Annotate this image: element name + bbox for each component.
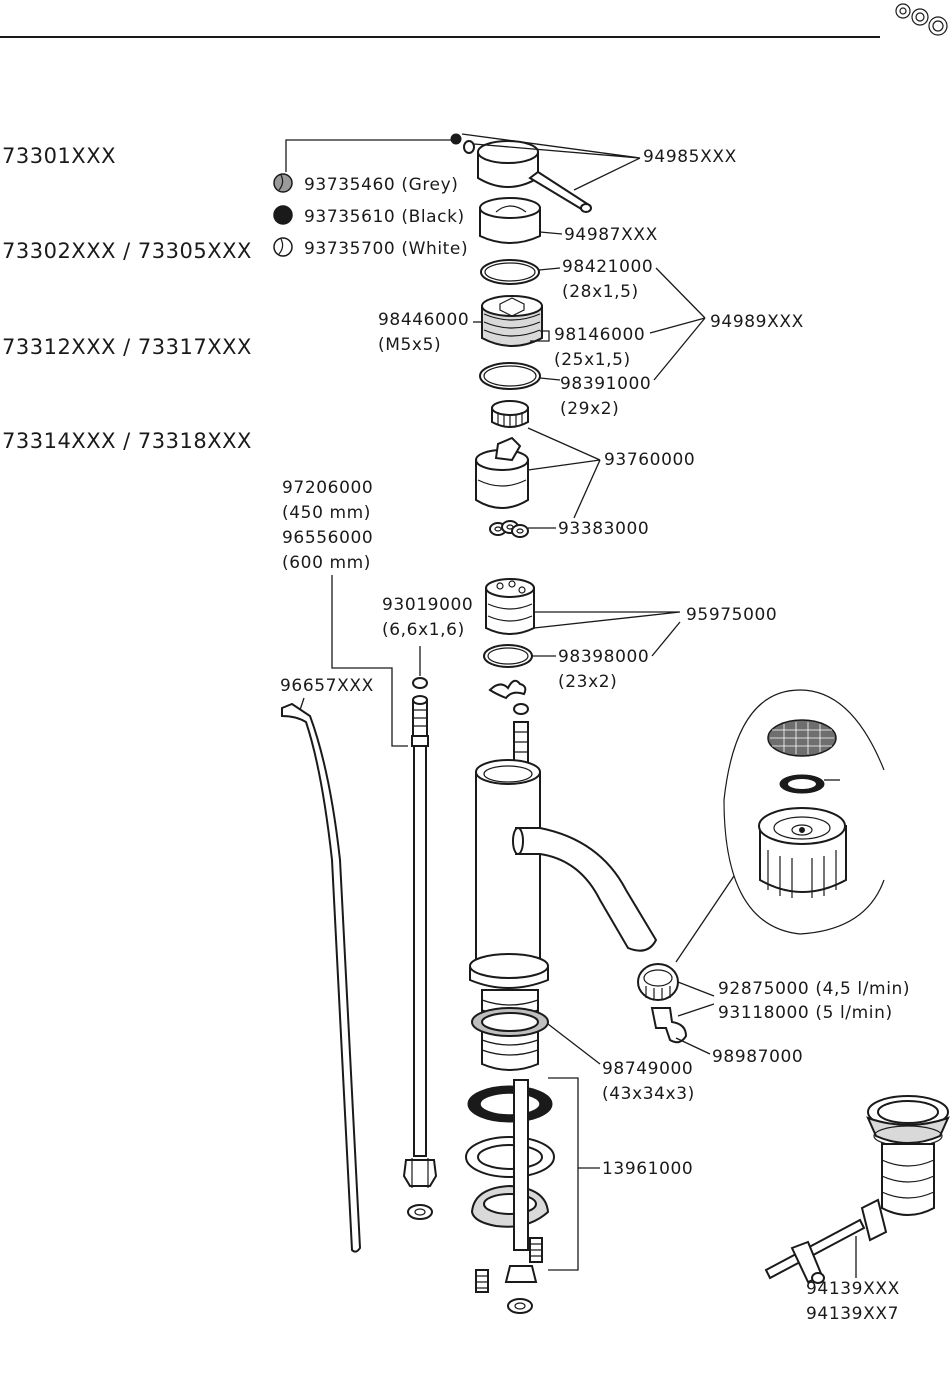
cap-label: 93735700 (White) bbox=[304, 239, 468, 259]
leader-line bbox=[539, 231, 563, 235]
part-number: 97206000 bbox=[282, 478, 373, 498]
part-number: 13961000 bbox=[602, 1159, 693, 1179]
part-number: 96556000 bbox=[282, 528, 373, 548]
nut-washer-part bbox=[507, 1298, 533, 1314]
aerator-key-part bbox=[650, 1007, 688, 1044]
aerator-part bbox=[637, 963, 679, 1001]
part-number: 96657XXX bbox=[280, 676, 374, 696]
part-size: (29x2) bbox=[560, 399, 619, 419]
model-number: 73301XXX bbox=[2, 144, 116, 168]
part-number: 93019000 bbox=[382, 595, 473, 615]
part-number: 98391000 bbox=[560, 374, 651, 394]
fixing-screws-part bbox=[475, 1237, 543, 1293]
part-number: 95975000 bbox=[686, 605, 777, 625]
gasket-part bbox=[471, 1007, 549, 1037]
white-cap-icon bbox=[273, 237, 293, 257]
part-number: 92875000 (4,5 l/min) bbox=[718, 979, 910, 999]
faucet-body-part bbox=[469, 759, 658, 989]
leader-line bbox=[331, 575, 408, 747]
part-size: (450 mm) bbox=[282, 503, 371, 523]
part-number: 94989XXX bbox=[710, 312, 804, 332]
o-ring-part bbox=[479, 362, 541, 390]
pop-up-waste-part bbox=[764, 1095, 950, 1284]
part-size: (28x1,5) bbox=[562, 282, 639, 302]
cover-sleeve-part bbox=[479, 197, 541, 244]
leader-line bbox=[533, 611, 681, 629]
retaining-clip-part bbox=[488, 679, 527, 700]
leader-line bbox=[677, 981, 715, 1017]
cap-label: 93735610 (Black) bbox=[304, 207, 465, 227]
leader-line bbox=[649, 267, 706, 381]
part-size: (M5x5) bbox=[378, 335, 441, 355]
leader-line bbox=[530, 330, 550, 342]
leader-line bbox=[539, 377, 561, 381]
part-number: 98146000 bbox=[554, 325, 645, 345]
part-number: 94987XXX bbox=[564, 225, 658, 245]
lever-handle-part bbox=[477, 140, 592, 213]
part-number: 98421000 bbox=[562, 257, 653, 277]
aerator-detail-view bbox=[723, 689, 885, 935]
part-number: 98446000 bbox=[378, 310, 469, 330]
leader-line bbox=[538, 267, 561, 271]
small-cap-part bbox=[450, 133, 475, 154]
part-number: 94139XX7 bbox=[806, 1304, 899, 1324]
leader-line bbox=[675, 1037, 711, 1055]
part-size: (25x1,5) bbox=[554, 350, 631, 370]
o-ring-part bbox=[480, 259, 540, 285]
leader-line bbox=[675, 875, 735, 963]
mounting-bracket-part bbox=[470, 1184, 550, 1228]
part-number: 98398000 bbox=[558, 647, 649, 667]
metal-washer-part bbox=[465, 1136, 555, 1178]
valve-insert-part bbox=[485, 578, 535, 635]
leader-line bbox=[285, 139, 452, 172]
mounting-rod-part bbox=[513, 1079, 529, 1251]
part-number: 98749000 bbox=[602, 1059, 693, 1079]
cap-label: 93735460 (Grey) bbox=[304, 175, 459, 195]
leader-line bbox=[547, 1023, 601, 1065]
part-size: (43x34x3) bbox=[602, 1084, 695, 1104]
pop-up-rod-part bbox=[281, 702, 362, 1253]
spline-adapter-part bbox=[491, 400, 529, 428]
black-cap-icon bbox=[273, 205, 293, 225]
leader-line bbox=[527, 427, 601, 519]
spare-parts-icon bbox=[895, 3, 948, 36]
part-number: 93760000 bbox=[604, 450, 695, 470]
model-number: 73312XXX / 73317XXX bbox=[2, 335, 252, 359]
part-size: (23x2) bbox=[558, 672, 617, 692]
model-number: 73314XXX / 73318XXX bbox=[2, 429, 252, 453]
part-number: 93118000 (5 l/min) bbox=[718, 1003, 893, 1023]
leader-line bbox=[461, 133, 641, 191]
bracket-line bbox=[548, 1077, 600, 1271]
rubber-washer-part bbox=[467, 1085, 553, 1123]
model-number: 73302XXX / 73305XXX bbox=[2, 239, 252, 263]
part-size: (6,6x1,6) bbox=[382, 620, 465, 640]
threaded-nut-part bbox=[481, 295, 543, 347]
part-size: (600 mm) bbox=[282, 553, 371, 573]
seal-set-part bbox=[489, 520, 529, 538]
supply-hose-part bbox=[402, 677, 438, 1220]
part-number: 98987000 bbox=[712, 1047, 803, 1067]
grey-cap-icon bbox=[273, 173, 293, 193]
part-number: 94985XXX bbox=[643, 147, 737, 167]
leader-line bbox=[651, 621, 681, 657]
cartridge-part bbox=[475, 436, 529, 509]
part-number: 94139XXX bbox=[806, 1279, 900, 1299]
part-number: 93383000 bbox=[558, 519, 649, 539]
